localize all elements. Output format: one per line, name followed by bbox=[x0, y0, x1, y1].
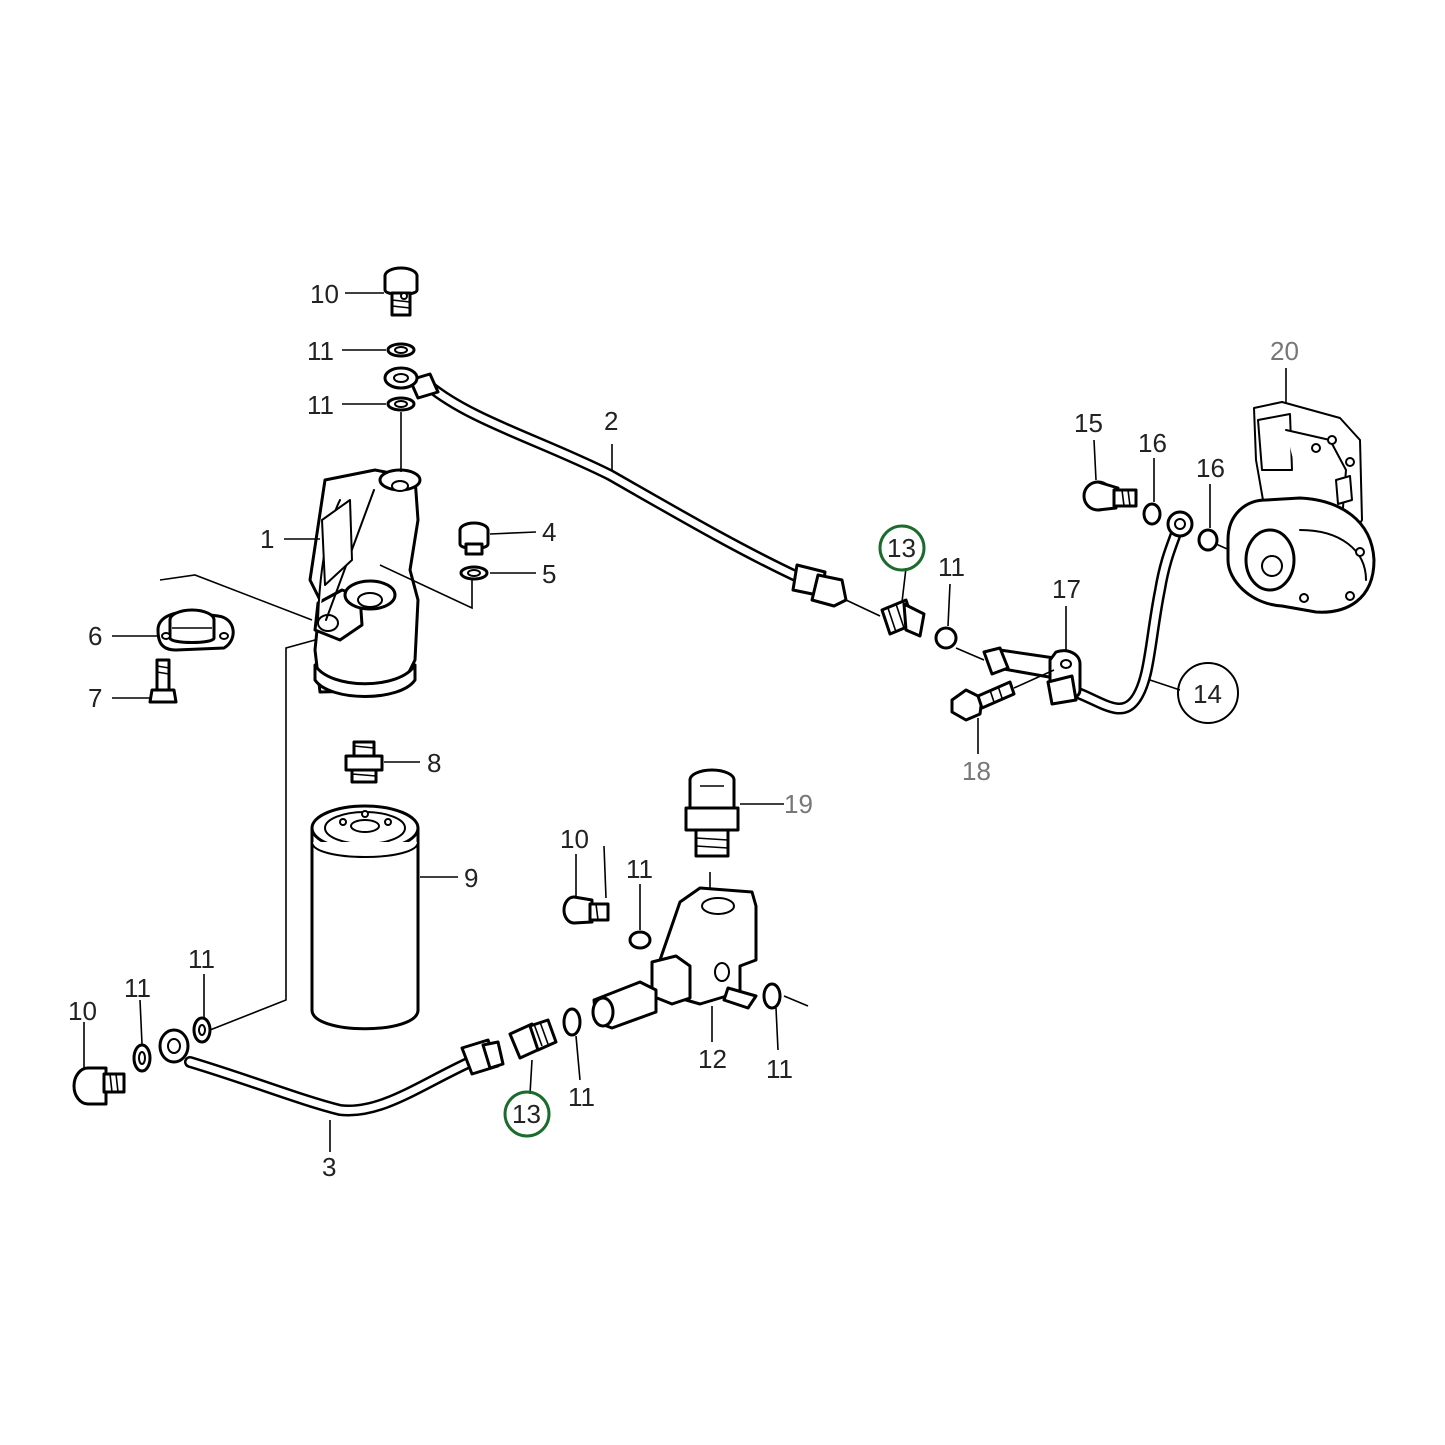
sensor-19 bbox=[684, 768, 740, 858]
fitting-13-top bbox=[880, 598, 926, 638]
callout-18: 18 bbox=[962, 756, 991, 786]
callout-1: 1 bbox=[260, 524, 274, 554]
filter-head bbox=[308, 468, 422, 698]
callout-13-top: 13 bbox=[887, 533, 916, 563]
callout-3: 3 bbox=[322, 1152, 336, 1182]
injection-pump-20 bbox=[1226, 401, 1376, 614]
plug-4 bbox=[458, 521, 490, 556]
washers-bottom-left bbox=[132, 1016, 212, 1073]
callout-11-c: 11 bbox=[124, 973, 151, 1003]
callout-9: 9 bbox=[464, 863, 478, 893]
callout-16-b: 16 bbox=[1196, 453, 1225, 483]
bolt-7 bbox=[148, 658, 178, 704]
callout-10-top: 10 bbox=[310, 279, 339, 309]
callout-7: 7 bbox=[88, 683, 102, 713]
callout-11-g: 11 bbox=[626, 854, 653, 884]
fuel-pipe-2 bbox=[408, 372, 848, 608]
nipple-8 bbox=[344, 740, 384, 784]
callout-16-a: 16 bbox=[1138, 428, 1167, 458]
bolt-18 bbox=[950, 669, 1055, 722]
callout-10-mid: 10 bbox=[560, 824, 589, 854]
callout-10-bottom: 10 bbox=[68, 996, 97, 1026]
callout-19: 19 bbox=[784, 789, 813, 819]
fitting-13-bottom bbox=[508, 1018, 558, 1060]
washer-16-left bbox=[1142, 502, 1162, 526]
callout-11-a: 11 bbox=[307, 336, 334, 366]
washer-11-t-top bbox=[628, 930, 652, 950]
callout-4: 4 bbox=[542, 517, 556, 547]
callout-5: 5 bbox=[542, 559, 556, 589]
fuel-pipe-3 bbox=[184, 1038, 505, 1117]
callout-2: 2 bbox=[604, 406, 618, 436]
washer-11-bottom bbox=[562, 1007, 582, 1037]
washer-16-right bbox=[1197, 528, 1219, 552]
callout-11-f: 11 bbox=[766, 1054, 793, 1084]
washer-5 bbox=[459, 565, 489, 581]
callout-ring-14 bbox=[1177, 662, 1239, 724]
callout-12: 12 bbox=[698, 1044, 727, 1074]
banjo-bolt-bottom-left bbox=[72, 1066, 126, 1106]
callout-20: 20 bbox=[1270, 336, 1299, 366]
banjo-bolt-top bbox=[383, 266, 419, 317]
callout-11-d: 11 bbox=[188, 944, 215, 974]
highlight-ring-13-top bbox=[878, 524, 926, 572]
callout-8: 8 bbox=[427, 748, 441, 778]
washer-11-right bbox=[934, 626, 958, 650]
filter-cartridge-9 bbox=[310, 804, 420, 1031]
callout-11-e: 11 bbox=[568, 1082, 595, 1112]
t-block-12 bbox=[591, 886, 758, 1030]
callout-6: 6 bbox=[88, 621, 102, 651]
callout-11-b: 11 bbox=[307, 390, 334, 420]
highlight-ring-13-bottom bbox=[503, 1090, 551, 1138]
banjo-bolt-mid bbox=[562, 895, 610, 925]
callout-14: 14 bbox=[1193, 679, 1222, 709]
pipe-14-nut bbox=[1046, 674, 1078, 706]
banjo-bolt-15 bbox=[1082, 480, 1138, 512]
callout-15: 15 bbox=[1074, 408, 1103, 438]
flange-6 bbox=[156, 608, 235, 652]
callout-11-h: 11 bbox=[938, 552, 965, 582]
callout-17: 17 bbox=[1052, 574, 1081, 604]
washer-11-t-right bbox=[762, 982, 782, 1010]
sealing-washer-top bbox=[383, 342, 419, 472]
callout-13-bottom: 13 bbox=[512, 1099, 541, 1129]
